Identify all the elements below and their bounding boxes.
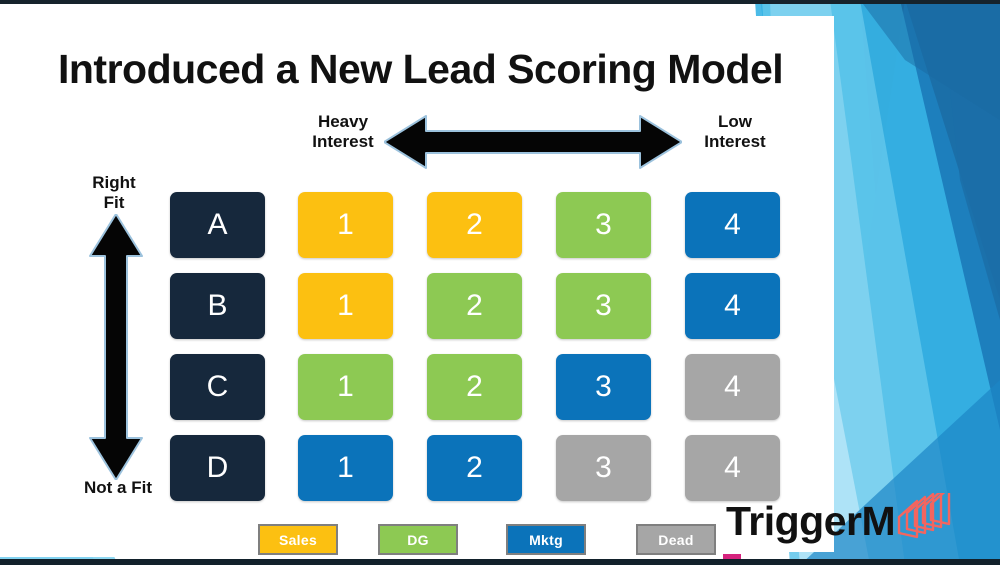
matrix-cell-c2[interactable]: 2 — [427, 354, 522, 420]
matrix-cell-b3[interactable]: 3 — [556, 273, 651, 339]
row-label-c[interactable]: C — [170, 354, 265, 420]
axis-label-low-interest: Low Interest — [687, 112, 783, 152]
logo-wordmark: TriggerM — [726, 497, 896, 544]
axis-label-low-interest-line2: Interest — [704, 132, 766, 152]
row-label-d[interactable]: D — [170, 435, 265, 501]
magenta-accent-tick — [723, 554, 741, 559]
matrix-row-d: D 1 2 3 4 — [170, 435, 780, 501]
matrix-cell-b4[interactable]: 4 — [685, 273, 780, 339]
stacked-cards-icon — [897, 493, 951, 539]
matrix-cell-a2[interactable]: 2 — [427, 192, 522, 258]
axis-label-heavy-interest: Heavy Interest — [298, 112, 388, 152]
matrix-cell-d4[interactable]: 4 — [685, 435, 780, 501]
bottom-edge-bar — [0, 559, 1000, 565]
matrix-cell-d1[interactable]: 1 — [298, 435, 393, 501]
axis-label-right-fit-line2: Fit — [103, 193, 125, 213]
double-headed-vertical-arrow-icon — [89, 213, 143, 481]
lead-scoring-matrix: A 1 2 3 4 B 1 2 3 4 C 1 2 3 4 D 1 2 3 — [170, 192, 780, 504]
triggerm-logo: TriggerM — [726, 493, 971, 548]
matrix-cell-b1[interactable]: 1 — [298, 273, 393, 339]
axis-label-low-interest-line1: Low — [718, 112, 752, 131]
matrix-cell-c1[interactable]: 1 — [298, 354, 393, 420]
matrix-cell-a4[interactable]: 4 — [685, 192, 780, 258]
matrix-cell-a3[interactable]: 3 — [556, 192, 651, 258]
row-label-b[interactable]: B — [170, 273, 265, 339]
matrix-cell-d2[interactable]: 2 — [427, 435, 522, 501]
legend-item-dead[interactable]: Dead — [636, 524, 716, 555]
axis-label-right-fit: Right Fit — [68, 173, 160, 213]
legend: Sales DG Mktg Dead — [258, 524, 728, 558]
axis-label-not-a-fit: Not a Fit — [84, 478, 152, 497]
vertical-fit-arrow — [88, 213, 144, 481]
matrix-cell-d3[interactable]: 3 — [556, 435, 651, 501]
matrix-row-a: A 1 2 3 4 — [170, 192, 780, 258]
matrix-cell-a1[interactable]: 1 — [298, 192, 393, 258]
axis-label-heavy-interest-line2: Interest — [312, 132, 374, 152]
axis-label-heavy-interest-line1: Heavy — [317, 112, 369, 131]
matrix-row-c: C 1 2 3 4 — [170, 354, 780, 420]
matrix-cell-b2[interactable]: 2 — [427, 273, 522, 339]
top-edge-bar — [0, 0, 1000, 4]
horizontal-interest-arrow — [383, 114, 683, 170]
matrix-row-b: B 1 2 3 4 — [170, 273, 780, 339]
legend-item-sales[interactable]: Sales — [258, 524, 338, 555]
axis-label-right-fit-line1: Right — [92, 173, 136, 192]
matrix-cell-c3[interactable]: 3 — [556, 354, 651, 420]
matrix-cell-c4[interactable]: 4 — [685, 354, 780, 420]
legend-item-dg[interactable]: DG — [378, 524, 458, 555]
row-label-a[interactable]: A — [170, 192, 265, 258]
legend-item-mktg[interactable]: Mktg — [506, 524, 586, 555]
double-headed-horizontal-arrow-icon — [383, 115, 683, 169]
slide-title: Introduced a New Lead Scoring Model — [58, 46, 784, 92]
